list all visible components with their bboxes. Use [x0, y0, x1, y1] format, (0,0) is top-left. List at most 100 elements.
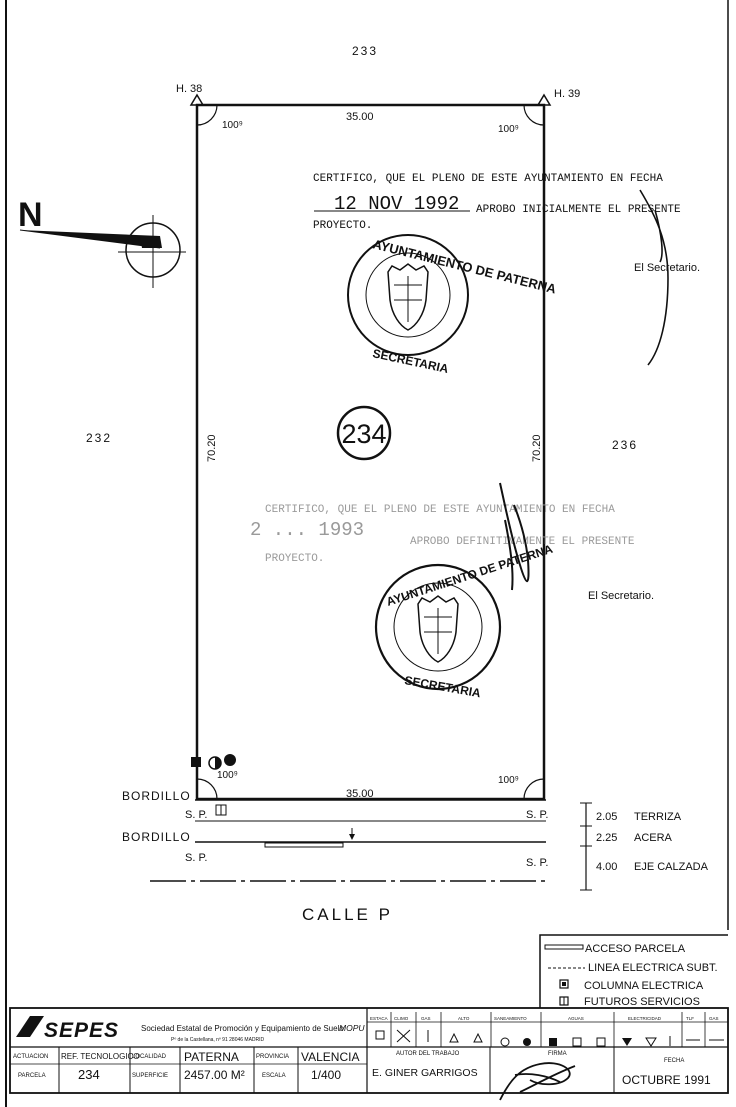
- certificate-2-role: El Secretario.: [588, 590, 654, 602]
- angle-se-label: 100⁹: [498, 775, 519, 786]
- service-header-3: ALTO: [458, 1016, 470, 1021]
- label-provincia: PROVINCIA: [256, 1054, 289, 1060]
- service-header-5: AGUAS: [568, 1016, 584, 1021]
- organization-address: Pº de la Castellana, nº 91 28046 MADRID: [171, 1037, 265, 1043]
- sp-right-1: S. P.: [526, 809, 548, 821]
- certificate-2-line3: PROYECTO.: [265, 553, 324, 565]
- label-superficie: SUPERFICIE: [132, 1073, 168, 1079]
- label-actuacion: ACTUACION: [13, 1054, 48, 1060]
- sp-right-2: S. P.: [526, 857, 548, 869]
- sp-left-2: S. P.: [185, 852, 207, 864]
- label-firma: FIRMA: [548, 1051, 567, 1057]
- water-box-icon-2: [596, 1037, 606, 1047]
- certificate-1-date: 12 NOV 1992: [334, 193, 459, 215]
- bordillo-label-1: BORDILLO: [122, 789, 191, 803]
- service-header-8: GAS: [709, 1016, 719, 1021]
- neighbor-east-label: 236: [612, 438, 638, 452]
- value-autor: E. GINER GARRIGOS: [372, 1067, 478, 1079]
- marker-ne-label: H. 39: [554, 88, 580, 100]
- angle-ne-label: 100⁹: [498, 124, 519, 135]
- label-parcela: PARCELA: [18, 1073, 46, 1079]
- angle-arc-ne: [523, 104, 545, 126]
- author-signature-scribble: [499, 1062, 576, 1101]
- section-3-label: EJE CALZADA: [634, 861, 709, 873]
- legend-column-icon: [559, 979, 569, 989]
- water-square-icon: [549, 1038, 557, 1046]
- signature-1-scribble: [639, 189, 669, 366]
- certificate-2-line2: APROBO DEFINITIVAMENTE EL PRESENTE: [410, 536, 635, 548]
- service-header-7: TLF: [686, 1016, 694, 1021]
- ministry-name: MOPU: [339, 1023, 365, 1033]
- label-localidad: LOCALIDAD: [132, 1054, 167, 1060]
- legend-item-column: COLUMNA ELECTRICA: [584, 980, 704, 992]
- value-escala: 1/400: [311, 1068, 341, 1082]
- angle-arc-nw: [196, 104, 218, 126]
- title-block: SEPES Sociedad Estatal de Promoción y Eq…: [9, 1007, 729, 1101]
- seal-1-crest-icon: [387, 263, 429, 331]
- dimension-right-length: 70.20: [531, 434, 543, 462]
- legend-item-future-services: FUTUROS SERVICIOS: [584, 996, 700, 1008]
- parcel-boundary: [195, 103, 546, 801]
- legend-box: ACCESO PARCELA LINEA ELECTRICA SUBT. COL…: [539, 934, 728, 1008]
- triangle-icon-1: [449, 1032, 459, 1043]
- north-letter: N: [18, 196, 43, 234]
- sewer-half-icon: [500, 1037, 510, 1047]
- angle-arc-sw: [196, 778, 218, 800]
- seal-1-top-text: AYUNTAMIENTO DE PATERNA: [371, 236, 558, 296]
- label-fecha: FECHA: [664, 1058, 684, 1064]
- seal-2-crest-icon: [417, 595, 459, 663]
- street-name-label: CALLE P: [302, 905, 393, 924]
- value-localidad: PATERNA: [184, 1050, 239, 1064]
- parcel-access-mark: [264, 842, 344, 848]
- certificate-1-line3: PROYECTO.: [313, 220, 372, 232]
- value-superficie: 2457.00 M²: [184, 1068, 245, 1082]
- legend-item-electric-line: LINEA ELECTRICA SUBT.: [588, 962, 718, 974]
- section-3-value: 4.00: [596, 861, 617, 873]
- service-header-0: ESTACA: [370, 1016, 388, 1021]
- sepes-logo-text: SEPES: [44, 1019, 119, 1042]
- angle-nw-label: 100⁹: [222, 120, 243, 131]
- section-2-label: ACERA: [634, 832, 673, 844]
- certificate-2-line1: CERTIFICO, QUE EL PLENO DE ESTE AYUNTAMI…: [265, 504, 615, 516]
- water-box-icon: [572, 1037, 582, 1047]
- seal-1-stamp: AYUNTAMIENTO DE PATERNA SECRETARIA: [347, 234, 558, 376]
- label-ref: REF. TECNOLOGICO: [61, 1052, 140, 1061]
- dimension-left-length: 70.20: [206, 434, 218, 462]
- angle-arc-se: [523, 778, 545, 800]
- neighbor-north-label: 233: [352, 44, 378, 58]
- electric-triangle-icon-2: [645, 1037, 657, 1047]
- marker-nw-label: H. 38: [176, 83, 202, 95]
- legend-item-access: ACCESO PARCELA: [585, 943, 686, 955]
- north-arrow-icon: [19, 215, 186, 288]
- seal-1-bottom-text: SECRETARIA: [371, 346, 450, 376]
- dimension-bottom-width: 35.00: [346, 788, 374, 800]
- service-header-1: CLIMO: [394, 1016, 409, 1021]
- legend-access-icon: [544, 944, 584, 950]
- certificate-1-line1: CERTIFICO, QUE EL PLENO DE ESTE AYUNTAMI…: [313, 173, 663, 185]
- sewer-filled-icon: [523, 1038, 531, 1046]
- service-filled-circle-icon: [224, 754, 236, 766]
- section-2-value: 2.25: [596, 832, 617, 844]
- signature-2-scribble: [499, 482, 530, 591]
- survey-marker-ne-icon: [536, 93, 552, 106]
- parcel-number-circle: [336, 405, 392, 461]
- certificate-1-line2: APROBO INICIALMENTE EL PRESENTE: [476, 204, 681, 216]
- parcel-number-label: 234: [341, 419, 386, 449]
- survey-marker-nw-icon: [189, 93, 205, 106]
- dimension-top-width: 35.00: [346, 111, 374, 123]
- electric-triangle-icon-1: [622, 1038, 632, 1046]
- triangle-icon-2: [473, 1032, 483, 1043]
- sepes-logo: SEPES: [16, 1016, 119, 1042]
- label-autor: AUTOR DEL TRABAJO: [396, 1051, 460, 1057]
- service-header-2: GAS: [421, 1016, 431, 1021]
- section-1-value: 2.05: [596, 811, 617, 823]
- neighbor-west-label: 232: [86, 431, 112, 445]
- section-1-label: TERRIZA: [634, 811, 682, 823]
- organization-name: Sociedad Estatal de Promoción y Equipami…: [141, 1024, 344, 1033]
- service-header-6: ELECTRICIDAD: [628, 1016, 662, 1021]
- seal-2-bottom-text: SECRETARIA: [403, 673, 482, 700]
- bordillo-label-2: BORDILLO: [122, 830, 191, 844]
- value-fecha: OCTUBRE 1991: [622, 1073, 711, 1087]
